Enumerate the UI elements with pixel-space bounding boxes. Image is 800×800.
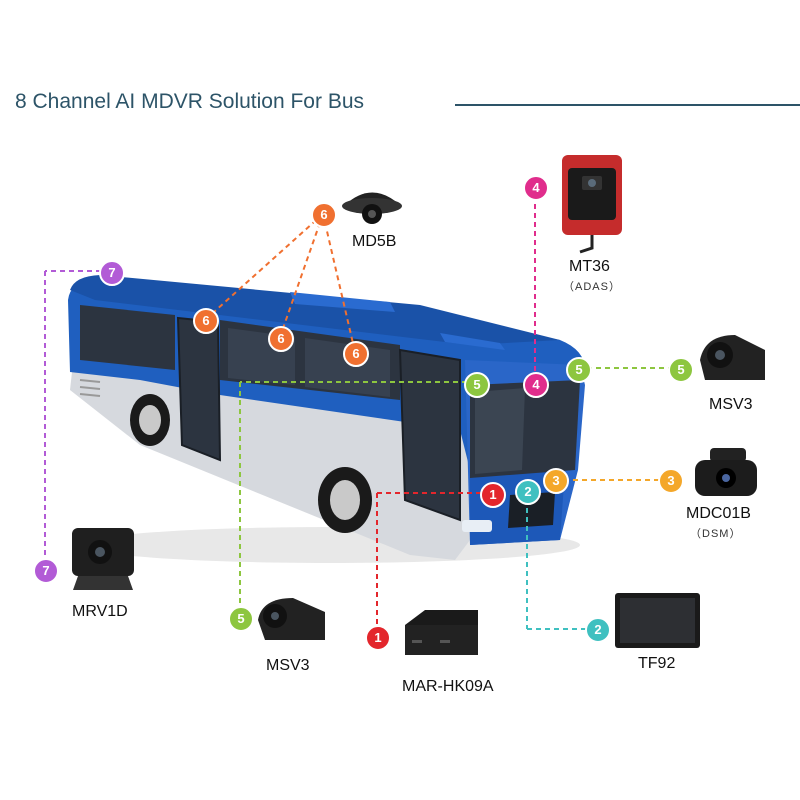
channel-badge-4: 4 [523,175,549,201]
rear-camera-icon [72,528,134,590]
channel-badge-1: 1 [365,625,391,651]
channel-badge-3: 3 [543,468,569,494]
device-label-tf92: TF92 [638,655,676,672]
bus-illustration [68,275,585,563]
channel-badge-6: 6 [193,308,219,334]
dome-camera-icon [342,192,402,224]
device-label-msv3-lower: MSV3 [266,657,310,674]
channel-badge-3: 3 [658,468,684,494]
connector-lines [44,186,680,636]
device-sublabel-dsm: （DSM） [690,528,742,540]
device-label-msv3-right: MSV3 [709,396,753,413]
device-label-md5b: MD5B [352,233,397,250]
mdvr-unit-icon [405,610,478,655]
channel-badge-6: 6 [311,202,337,228]
device-label-mt36: MT36 [569,258,610,275]
device-label-mar-hk09a: MAR-HK09A [402,678,494,695]
title-divider [455,104,800,106]
channel-badge-4: 4 [523,372,549,398]
channel-badge-5: 5 [228,606,254,632]
side-camera-icon [258,598,325,640]
channel-badge-5: 5 [464,372,490,398]
channel-badge-5: 5 [668,357,694,383]
channel-badge-7: 7 [33,558,59,584]
dsm-camera-icon [695,448,757,496]
monitor-icon [615,593,700,648]
device-sublabel-adas: （ADAS） [563,281,621,293]
channel-badge-6: 6 [343,341,369,367]
adas-camera-icon [562,155,622,254]
page-title: 8 Channel AI MDVR Solution For Bus [15,90,365,113]
channel-badge-5: 5 [566,357,592,383]
channel-badge-7: 7 [99,260,125,286]
channel-badge-1: 1 [480,482,506,508]
device-label-mrv1d: MRV1D [72,603,128,620]
channel-badge-2: 2 [515,479,541,505]
channel-badge-6: 6 [268,326,294,352]
channel-badge-2: 2 [585,617,611,643]
side-camera-icon [700,335,765,380]
device-label-mdc01b: MDC01B [686,505,751,522]
